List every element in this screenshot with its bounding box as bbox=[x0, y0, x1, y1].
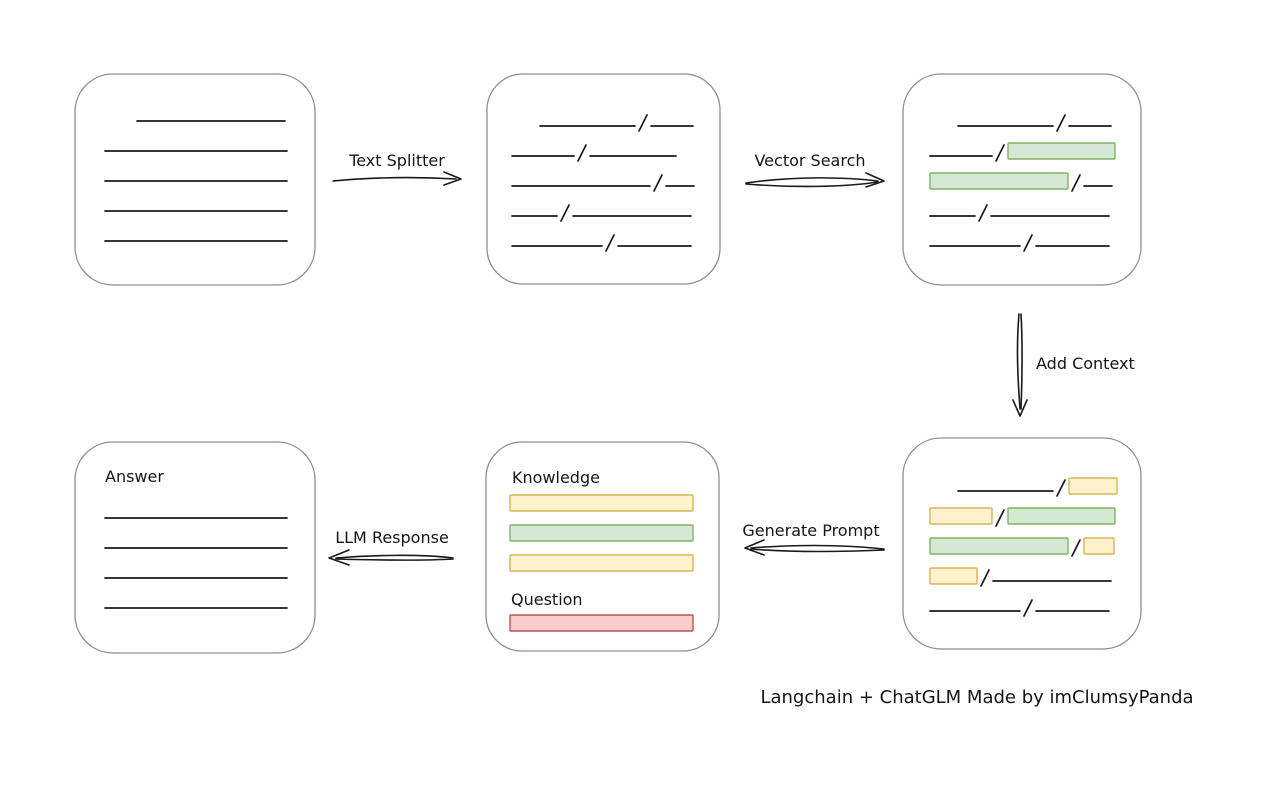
slash-separator bbox=[560, 204, 570, 222]
text-splitter-label: Text Splitter bbox=[348, 151, 445, 170]
vector-search-arrow bbox=[745, 172, 885, 188]
add-context-arrow bbox=[1012, 313, 1028, 417]
vector-result-rows bbox=[929, 114, 1116, 252]
highlight-bar-green bbox=[929, 537, 1069, 555]
vector-search-label: Vector Search bbox=[754, 151, 865, 170]
generate-prompt-label: Generate Prompt bbox=[742, 521, 879, 540]
slash-separator bbox=[1071, 174, 1081, 192]
llm-response-arrow bbox=[328, 549, 454, 566]
highlight-bar-yellow bbox=[1068, 477, 1118, 495]
add-context-label: Add Context bbox=[1036, 354, 1135, 373]
slash-separator bbox=[1023, 234, 1033, 252]
slash-separator bbox=[1071, 539, 1081, 557]
answer-label: Answer bbox=[105, 467, 164, 486]
generate-prompt-arrow bbox=[744, 539, 885, 556]
highlight-bar-yellow bbox=[929, 507, 993, 525]
document-lines bbox=[104, 120, 288, 242]
add-context-arrowhead-icon bbox=[1012, 399, 1028, 417]
llm-response-arrowhead-icon bbox=[328, 549, 350, 566]
slash-separator bbox=[653, 174, 663, 192]
highlight-bar-yellow bbox=[509, 494, 694, 512]
highlight-bar-green bbox=[1007, 142, 1116, 160]
text-splitter-arrow-shaft bbox=[332, 176, 457, 182]
split-text-box bbox=[486, 73, 721, 285]
highlight-bar-green bbox=[929, 172, 1069, 190]
generate-prompt-arrow-shaft bbox=[750, 544, 885, 550]
text-splitter-arrow bbox=[332, 171, 462, 186]
generate-prompt-arrow-shaft2 bbox=[750, 548, 885, 553]
highlight-bar-yellow bbox=[509, 554, 694, 572]
generate-prompt-arrowhead-icon bbox=[744, 539, 765, 556]
slash-separator bbox=[605, 234, 615, 252]
highlight-bar-green bbox=[509, 524, 694, 542]
document-box bbox=[74, 73, 316, 286]
highlight-bar-yellow bbox=[1083, 537, 1115, 555]
slash-separator bbox=[577, 144, 587, 162]
llm-response-arrow-shaft bbox=[335, 554, 454, 559]
highlight-bar-red bbox=[509, 614, 694, 632]
slash-separator bbox=[995, 144, 1005, 162]
slash-separator bbox=[638, 114, 648, 132]
highlight-bar-yellow bbox=[929, 567, 978, 585]
add-context-arrow-shaft bbox=[1016, 313, 1021, 410]
llm-response-arrow-shaft2 bbox=[335, 558, 454, 561]
credit-text: Langchain + ChatGLM Made by imClumsyPand… bbox=[760, 687, 1193, 708]
question-label: Question bbox=[511, 590, 583, 609]
vector-search-arrow-shaft2 bbox=[745, 181, 879, 188]
vector-search-arrow-shaft bbox=[745, 177, 879, 184]
slash-separator bbox=[1056, 479, 1066, 497]
context-result-rows bbox=[929, 477, 1118, 617]
slash-separator bbox=[978, 204, 988, 222]
prompt-bars bbox=[509, 494, 694, 632]
highlight-bar-green bbox=[1007, 507, 1116, 525]
llm-response-label: LLM Response bbox=[335, 528, 449, 547]
slash-separator bbox=[1056, 114, 1066, 132]
slash-separator bbox=[980, 569, 990, 587]
add-context-arrow-shaft2 bbox=[1020, 313, 1023, 410]
prompt-box bbox=[485, 441, 720, 652]
split-text-rows bbox=[511, 114, 695, 252]
slash-separator bbox=[1023, 599, 1033, 617]
knowledge-label: Knowledge bbox=[512, 468, 600, 487]
answer-lines bbox=[104, 517, 288, 609]
slash-separator bbox=[995, 509, 1005, 527]
text-splitter-arrowhead-icon bbox=[443, 171, 462, 186]
vector-search-arrowhead-icon bbox=[865, 172, 885, 188]
